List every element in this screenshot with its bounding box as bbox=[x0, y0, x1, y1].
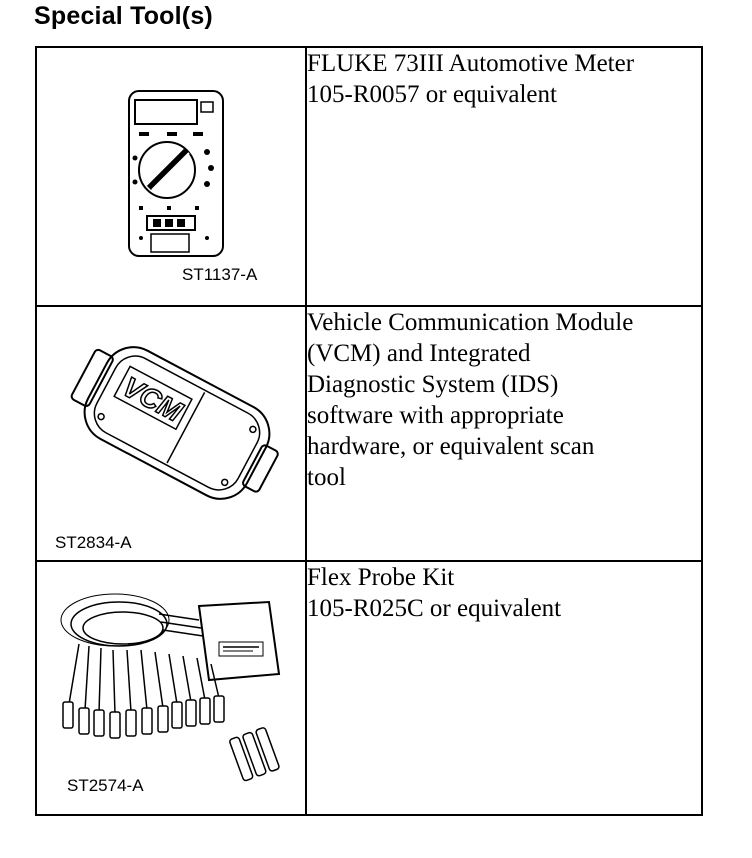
description-line: Flex Probe Kit bbox=[307, 564, 455, 591]
tool-image-cell: ST2574-A bbox=[35, 560, 307, 816]
page-title: Special Tool(s) bbox=[34, 2, 213, 30]
description-line: (VCM) and Integrated bbox=[307, 340, 531, 367]
tool-code: ST2574-A bbox=[67, 776, 144, 795]
description-line: Vehicle Communication Module bbox=[307, 309, 634, 336]
vcm-module-icon: VCM bbox=[70, 346, 279, 500]
description-line: 105-R0057 or equivalent bbox=[307, 81, 557, 108]
description-line: software with appropriate bbox=[307, 402, 564, 429]
special-tools-table: ST1137-A FLUKE 73III Automotive Meter 10… bbox=[35, 46, 703, 816]
table-row: VCM ST2834-A Vehicle Communication Modul… bbox=[35, 305, 703, 562]
description-line: tool bbox=[307, 464, 346, 491]
description-line: FLUKE 73III Automotive Meter bbox=[307, 50, 635, 77]
tool-code: ST2834-A bbox=[55, 533, 132, 552]
tool-code: ST1137-A bbox=[182, 265, 258, 284]
description-line: Diagnostic System (IDS) bbox=[307, 371, 559, 398]
flex-probe-kit-icon bbox=[60, 593, 281, 782]
multimeter-icon bbox=[128, 90, 224, 257]
description-line: 105-R025C or equivalent bbox=[307, 595, 562, 622]
tool-description: Flex Probe Kit 105-R025C or equivalent bbox=[305, 560, 703, 816]
table-row: ST1137-A FLUKE 73III Automotive Meter 10… bbox=[35, 46, 703, 307]
tool-image-cell: ST1137-A bbox=[35, 46, 307, 307]
table-row: ST2574-A Flex Probe Kit 105-R025C or equ… bbox=[35, 560, 703, 816]
tool-description: FLUKE 73III Automotive Meter 105-R0057 o… bbox=[305, 46, 703, 307]
description-line: hardware, or equivalent scan bbox=[307, 433, 595, 460]
tool-description: Vehicle Communication Module (VCM) and I… bbox=[305, 305, 703, 562]
vcm-label: VCM bbox=[118, 371, 188, 428]
tool-image-cell: VCM ST2834-A bbox=[35, 305, 307, 562]
